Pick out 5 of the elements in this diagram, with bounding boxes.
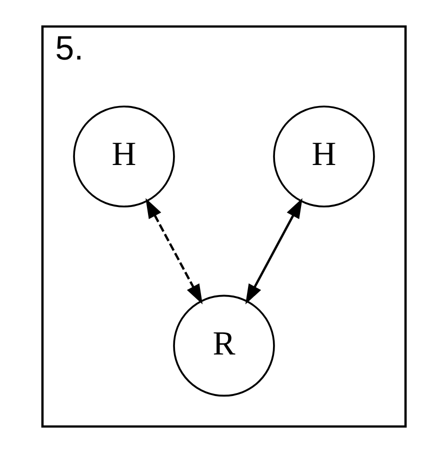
node-circle: R bbox=[172, 294, 274, 397]
node-circle: H bbox=[272, 106, 374, 208]
arrow bbox=[145, 198, 202, 304]
arrow bbox=[244, 198, 302, 304]
node-circle: H bbox=[72, 106, 174, 208]
